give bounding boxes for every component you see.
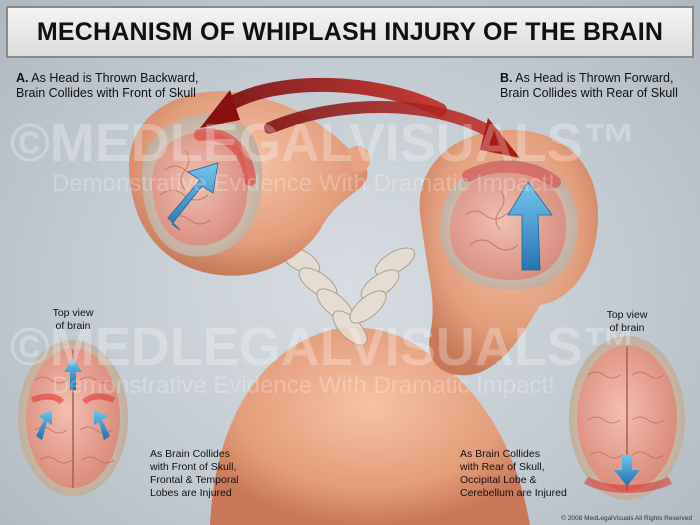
top-view-label-right: Top view of brain <box>602 309 652 335</box>
caption-b: B. As Head is Thrown Forward, Brain Coll… <box>500 71 678 101</box>
impact-arrow-rear <box>507 181 553 271</box>
note-right-line1: As Brain Collides <box>460 448 540 460</box>
title-bar: MECHANISM OF WHIPLASH INJURY OF THE BRAI… <box>6 6 694 58</box>
note-left-line1: As Brain Collides <box>150 448 230 460</box>
watermark-tagline-top: Demonstrative Evidence With Dramatic Imp… <box>52 170 555 197</box>
motion-arrowhead-backward <box>200 90 240 128</box>
caption-b-line1: As Head is Thrown Forward, <box>515 71 674 85</box>
note-left-line2: with Front of Skull, <box>150 461 237 473</box>
copyright-notice: © 2008 MedLegalVisuals All Rights Reserv… <box>561 515 692 522</box>
torso <box>210 327 530 525</box>
note-right-line2: with Rear of Skull, <box>460 461 545 473</box>
note-left-line3: Frontal & Temporal <box>150 474 239 486</box>
head-forward <box>419 130 599 376</box>
impact-arrow-front <box>167 162 219 231</box>
watermark-brand-top: ©MEDLEGALVISUALS™ <box>10 113 637 173</box>
top-view-brain-right <box>569 336 685 500</box>
top-view-right-line1: Top view <box>606 309 648 321</box>
top-view-brain-left <box>18 340 128 496</box>
note-right: As Brain Collides with Rear of Skull, Oc… <box>460 448 567 500</box>
watermark-tagline-bottom: Demonstrative Evidence With Dramatic Imp… <box>52 372 555 399</box>
page-title: MECHANISM OF WHIPLASH INJURY OF THE BRAI… <box>36 17 664 46</box>
caption-a-letter: A. <box>16 71 29 85</box>
head-backward <box>129 91 371 276</box>
top-view-right-line2: of brain <box>609 322 645 334</box>
note-right-line4: Cerebellum are Injured <box>460 487 567 499</box>
caption-a-line2: Brain Collides with Front of Skull <box>16 86 196 100</box>
caption-a-line1: As Head is Thrown Backward, <box>31 71 199 85</box>
watermark-brand-bottom: ©MEDLEGALVISUALS™ <box>10 317 637 377</box>
caption-a: A. As Head is Thrown Backward, Brain Col… <box>16 71 199 101</box>
caption-b-line2: Brain Collides with Rear of Skull <box>500 86 678 100</box>
top-view-left-line1: Top view <box>52 307 94 319</box>
note-right-line3: Occipital Lobe & <box>460 474 537 486</box>
note-left-line4: Lobes are Injured <box>150 487 232 499</box>
motion-arrow-backward <box>221 77 447 117</box>
top-view-left-line2: of brain <box>55 320 91 332</box>
top-view-label-left: Top view of brain <box>48 307 98 333</box>
motion-arrow-forward <box>264 101 501 141</box>
motion-arrowhead-forward <box>480 118 520 158</box>
caption-b-letter: B. <box>500 71 513 85</box>
note-left: As Brain Collides with Front of Skull, F… <box>150 448 239 500</box>
